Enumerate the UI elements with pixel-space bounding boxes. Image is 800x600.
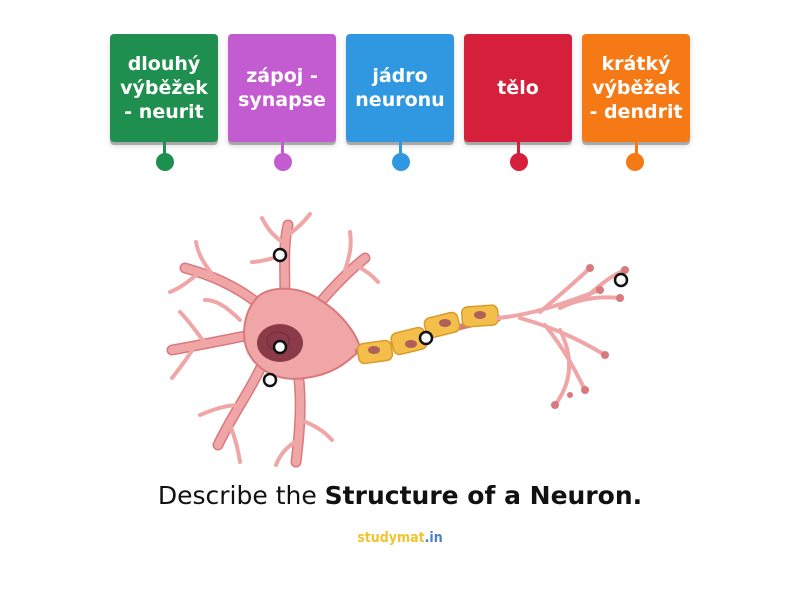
hotspot-dendrite-tip[interactable] — [272, 247, 288, 263]
hotspot-axon[interactable] — [418, 330, 434, 346]
pin-dot-nucleus[interactable] — [392, 153, 410, 171]
hotspot-cell-body[interactable] — [262, 372, 278, 388]
caption-normal: Describe the — [157, 481, 325, 510]
pin-stem-body — [517, 142, 520, 156]
caption-bold: Structure of a Neuron. — [324, 481, 643, 510]
pin-dot-body[interactable] — [510, 153, 528, 171]
pin-stem-neurit — [163, 142, 166, 156]
axon-terminals — [496, 264, 629, 409]
tile-body-text: tělo — [497, 77, 539, 99]
pin-dot-dendrite[interactable] — [626, 153, 644, 171]
studymat-logo: studymat.in — [0, 530, 800, 546]
tile-body[interactable]: tělo — [464, 34, 572, 142]
pin-dot-neurit[interactable] — [156, 153, 174, 171]
hotspot-synapse[interactable] — [613, 272, 629, 288]
logo-part2: .in — [424, 530, 443, 546]
pin-stem-dendrite — [635, 142, 638, 156]
pin-stem-nucleus — [399, 142, 402, 156]
hotspot-nucleus[interactable] — [272, 339, 288, 355]
tile-synapse[interactable]: zápoj -synapse — [228, 34, 336, 142]
pin-stem-synapse — [281, 142, 284, 156]
myelin-sheath — [356, 304, 499, 365]
logo-part1: studymat — [357, 530, 425, 546]
tile-synapse-text: zápoj -synapse — [238, 65, 326, 111]
hotspots — [262, 247, 629, 388]
caption: Describe the Structure of a Neuron. — [0, 481, 800, 510]
pin-dot-synapse[interactable] — [274, 153, 292, 171]
